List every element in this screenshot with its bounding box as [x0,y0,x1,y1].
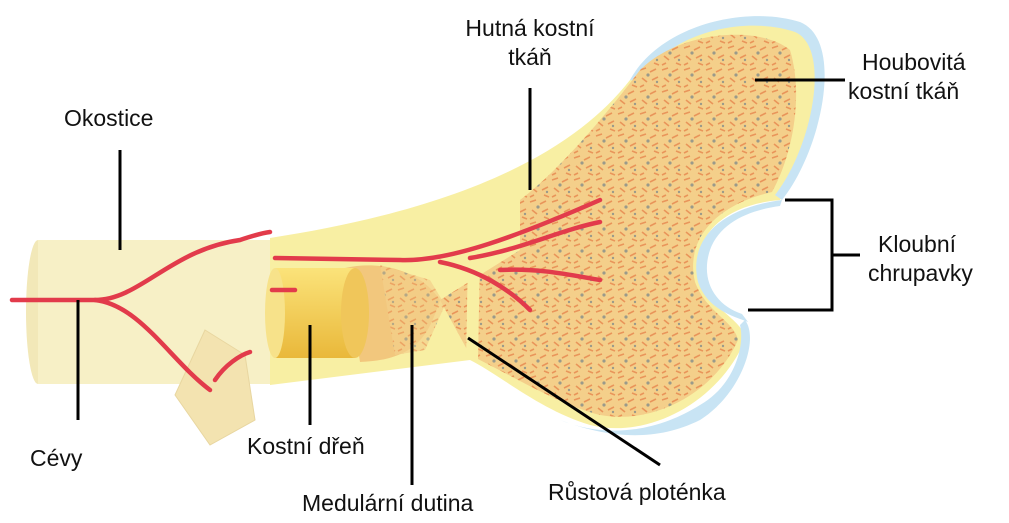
label-cevy: Cévy [30,444,82,473]
bone-marrow [265,268,369,358]
label-rustova-plotenka: Růstová ploténka [548,478,726,507]
label-okostice: Okostice [64,104,153,133]
label-kloubni-line1: Kloubní [868,230,973,259]
label-hutna-line1: Hutná kostní [430,14,630,43]
label-houbovita-line2: kostní tkáň [848,77,966,106]
label-hutna-kostni-tkan: Hutná kostní tkáň [430,14,630,72]
label-houbovita-line1: Houbovitá [848,48,966,77]
label-kloubni-chrupavky: Kloubní chrupavky [868,230,973,288]
label-hutna-line2: tkáň [430,43,630,72]
label-medularni-dutina: Medulární dutina [302,489,473,518]
label-kloubni-line2: chrupavky [868,259,973,288]
label-houbovita-kostni-tkan: Houbovitá kostní tkáň [848,48,966,106]
leader-kloubni [748,200,832,310]
label-kostni-dren: Kostní dřeň [247,432,365,461]
periosteum [26,240,274,445]
